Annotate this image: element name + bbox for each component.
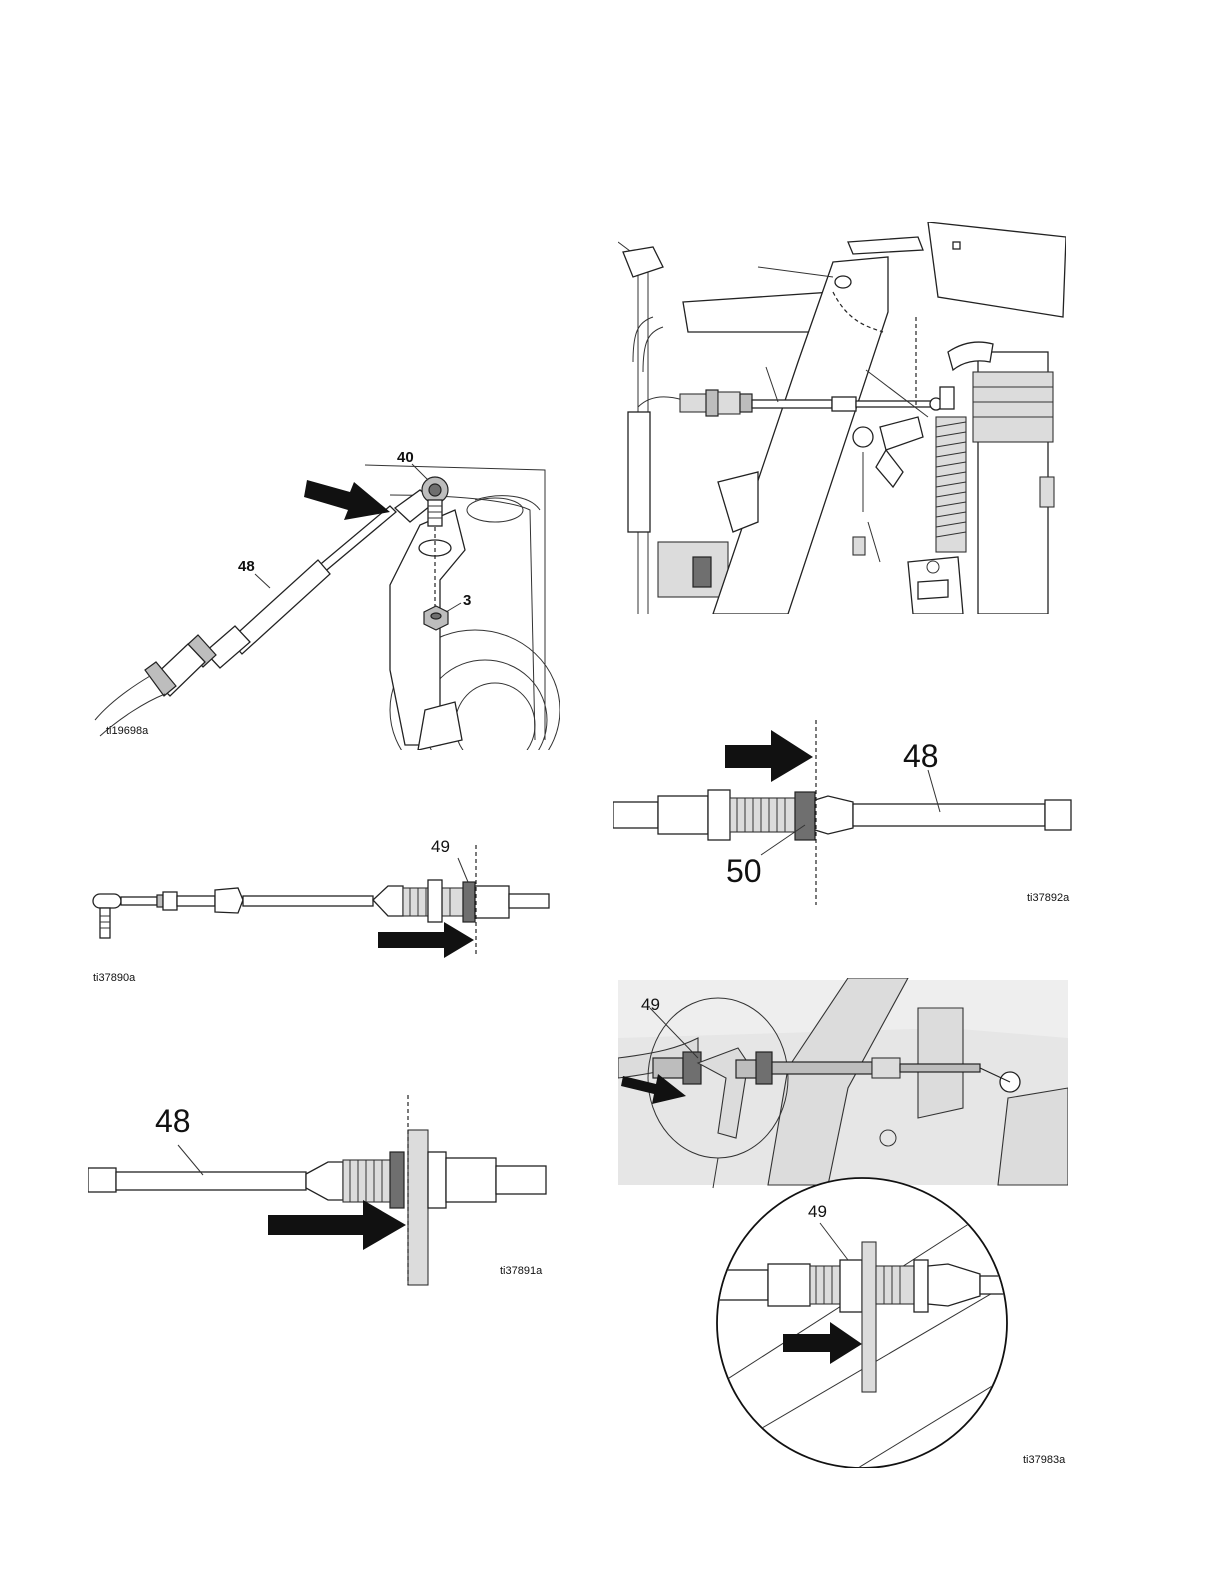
figure-cable-nut-50: 48 50 ti37892a [613, 720, 1073, 910]
arrow-icon [268, 1200, 406, 1250]
figure-id: ti19698a [106, 726, 148, 737]
nut-icon [390, 1152, 404, 1208]
figure-id: ti37891a [500, 1266, 542, 1277]
figure-ball-joint: 40 48 3 ti19698a [90, 440, 560, 750]
nut-icon [795, 792, 815, 840]
callout-49: 49 [431, 838, 450, 855]
nut-icon [463, 882, 475, 922]
bracket-icon [862, 1242, 876, 1392]
arrow-icon [378, 922, 474, 958]
installed-illustration [618, 978, 1068, 1468]
cable-nut-illustration [613, 720, 1073, 910]
figure-id: ti37983a [1023, 1455, 1065, 1466]
callout-48: 48 [903, 740, 939, 772]
callout-49-detail: 49 [808, 1203, 827, 1220]
ball-joint-icon [395, 477, 448, 526]
spring-icon [936, 417, 966, 552]
ball-joint-illustration [90, 440, 560, 750]
figure-installed-detail: 49 49 ti37983a [618, 978, 1068, 1468]
arrow-icon [725, 730, 813, 782]
callout-49: 49 [641, 996, 660, 1013]
callout-48: 48 [238, 559, 255, 574]
arrow-icon [304, 480, 390, 520]
figure-id: ti37890a [93, 973, 135, 984]
figure-cable-bracket-48: 48 ti37891a [88, 1090, 558, 1290]
callout-3: 3 [463, 593, 471, 608]
machine-illustration [618, 222, 1066, 614]
callout-48: 48 [155, 1105, 191, 1137]
bracket-icon [408, 1130, 428, 1285]
cable-assembly-illustration [88, 830, 558, 990]
figure-machine-view [618, 222, 1066, 614]
callout-40: 40 [397, 450, 414, 465]
cable-icon [95, 506, 396, 736]
figure-id: ti37892a [1027, 893, 1069, 904]
nut-icon [424, 606, 448, 630]
figure-cable-nut-49: 49 ti37890a [88, 830, 558, 990]
callout-50: 50 [726, 855, 762, 887]
